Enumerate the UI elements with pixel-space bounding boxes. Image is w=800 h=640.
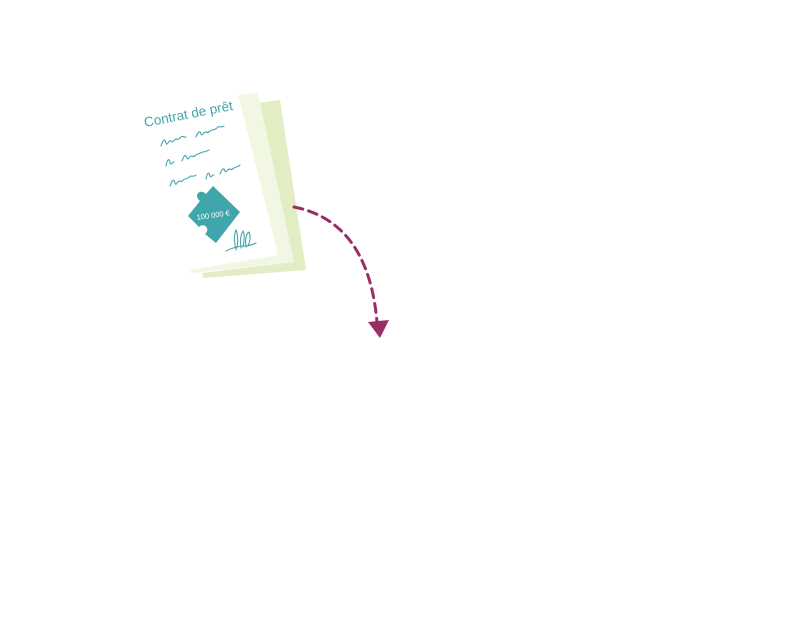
handwriting-line-1: [160, 125, 225, 147]
loan-contract-document-icon: Contrat de prêt 100 000 €: [139, 93, 306, 278]
handwriting-lines: [160, 125, 241, 187]
curved-dashed-arrow-icon: [292, 205, 389, 338]
arrow-dashed-path: [292, 205, 379, 324]
paper-page: [139, 95, 278, 270]
paper-back-sheet: [202, 100, 306, 278]
puzzle-piece-icon: 100 000 €: [188, 186, 240, 243]
paper-front-sheet: [190, 93, 294, 273]
signature-icon: [225, 229, 257, 252]
puzzle-piece-shape: [188, 186, 240, 243]
handwriting-line-2: [165, 149, 210, 167]
arrowhead: [368, 320, 389, 338]
handwriting-line-3: [169, 164, 241, 187]
